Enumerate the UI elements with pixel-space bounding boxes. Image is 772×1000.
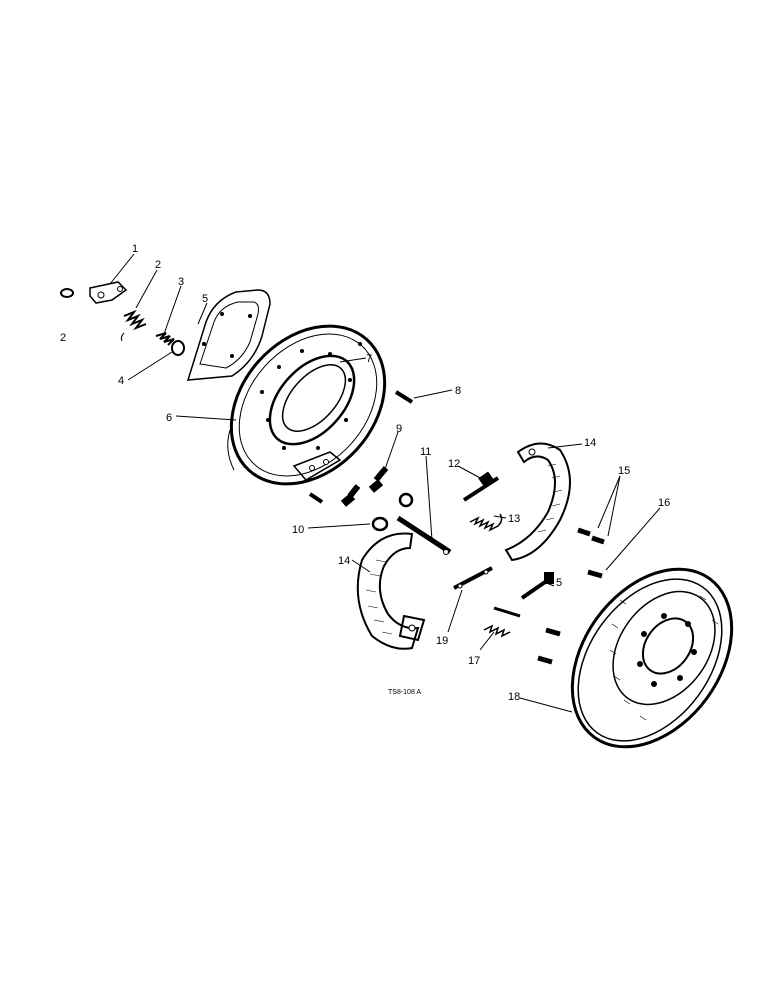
- callout-8: 8: [455, 385, 461, 397]
- figure-id: TS8-108 A: [388, 689, 421, 696]
- callout-10: 10: [292, 524, 304, 536]
- callout-6: 6: [166, 412, 172, 424]
- washer-part-2: [60, 288, 74, 298]
- callout-7: 7: [366, 353, 372, 365]
- nut-part-10: [371, 492, 414, 532]
- callout-12: 12: [448, 458, 460, 470]
- callout-4: 4: [118, 375, 124, 387]
- callout-17: 17: [468, 655, 480, 667]
- leader-lines: [109, 253, 661, 713]
- gasket-part-5: [186, 289, 271, 381]
- callout-16: 16: [658, 497, 670, 509]
- brake-drum-part-18: [570, 567, 734, 749]
- brake-shoe-upper-part-14: [504, 442, 571, 562]
- pins-part-15: [577, 527, 605, 545]
- spring-part-2: [120, 309, 147, 342]
- pin-small: [308, 492, 324, 504]
- backing-plate-part-6: [227, 324, 387, 486]
- adjuster-part-12: [462, 471, 500, 502]
- callout-5: 5: [202, 293, 208, 305]
- callout-1: 1: [132, 243, 138, 255]
- washer-part-4: [171, 340, 185, 356]
- callout-14-upper: 14: [584, 437, 596, 449]
- lever-part-1: [89, 281, 128, 304]
- callout-5b: 5: [556, 577, 562, 589]
- callout-2b: 2: [60, 332, 66, 344]
- callout-9: 9: [396, 423, 402, 435]
- link-part-11: [396, 515, 452, 555]
- pin-part-16: [587, 569, 603, 579]
- callout-13: 13: [508, 513, 520, 525]
- brake-shoe-lower-part-14: [356, 532, 426, 650]
- callout-labels: 1 2 2 3 4 5 6 7 8 9 10 11 12 13 14 14 15…: [60, 243, 670, 703]
- callout-11: 11: [420, 446, 431, 458]
- callout-14-lower: 14: [338, 555, 350, 567]
- callout-3: 3: [178, 276, 184, 288]
- bolt-part-9: [340, 466, 389, 507]
- pins-near-drum: [537, 627, 561, 665]
- callout-18: 18: [508, 691, 520, 703]
- pin-part-8: [394, 390, 414, 404]
- cam-part-5b: [520, 572, 554, 600]
- callout-19: 19: [436, 635, 448, 647]
- callout-2: 2: [155, 259, 161, 271]
- spring-part-3: [155, 332, 175, 346]
- link-part-19: [453, 566, 493, 590]
- spring-part-17: [483, 606, 521, 638]
- callout-15: 15: [618, 465, 630, 477]
